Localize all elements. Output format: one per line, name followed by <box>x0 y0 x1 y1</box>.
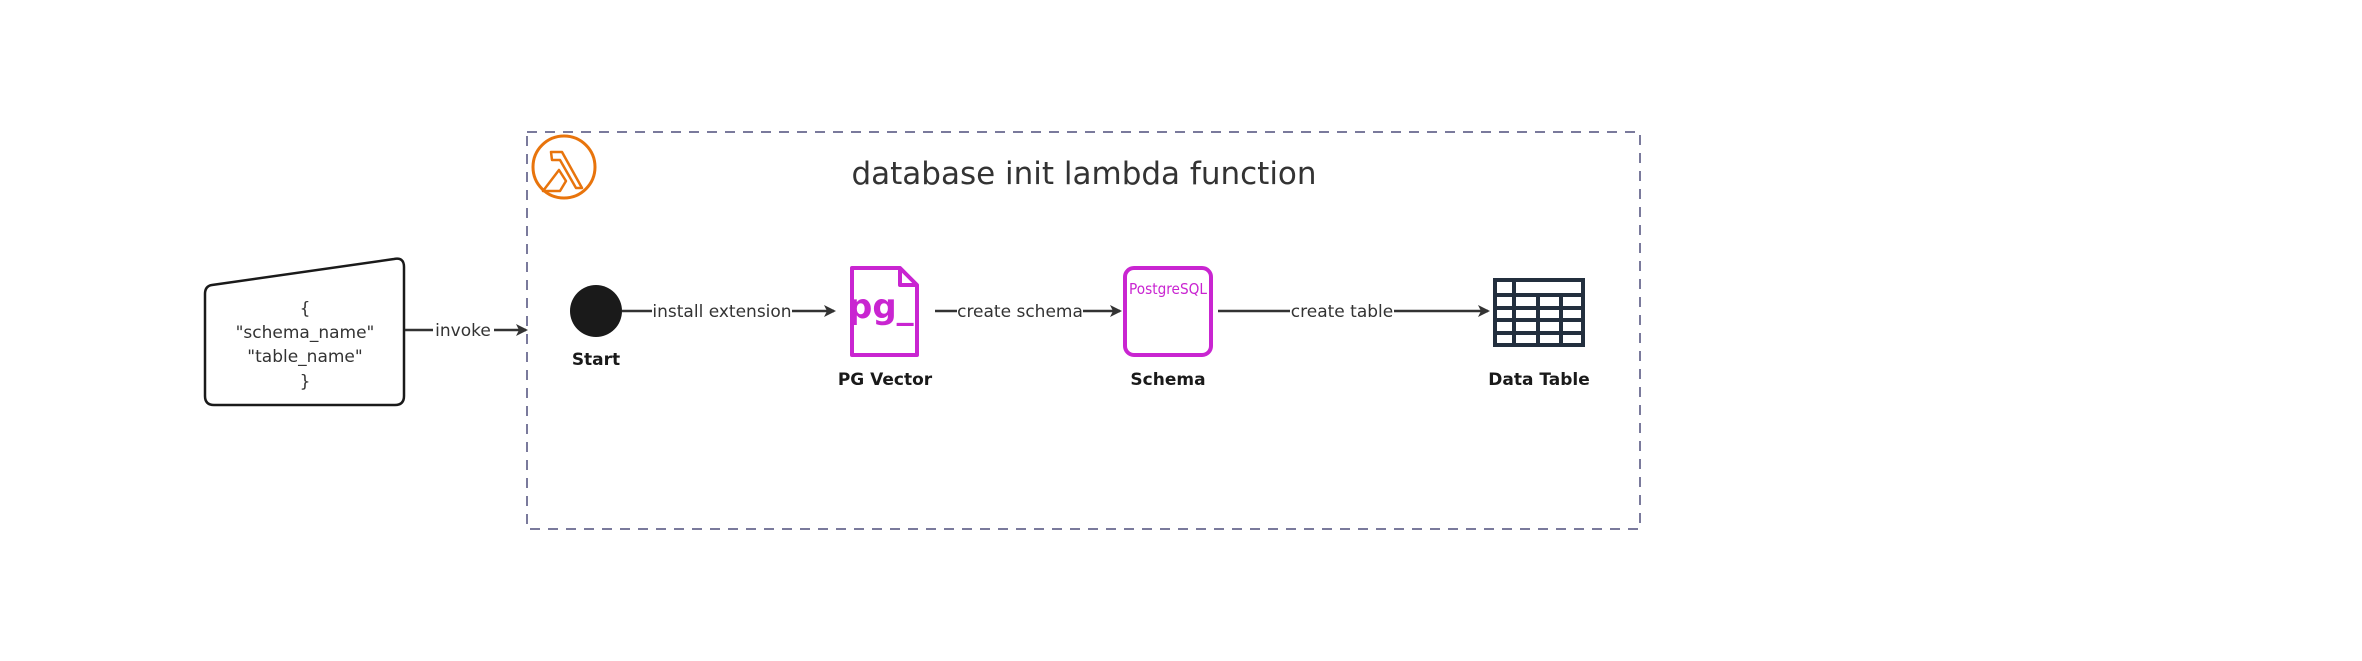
pg-vector-node: pg_ PG Vector <box>838 266 933 390</box>
edge-install-extension: install extension <box>622 302 836 322</box>
edge-invoke: invoke <box>405 321 528 341</box>
postgresql-icon-text: PostgreSQL <box>1129 280 1208 298</box>
group-title: database init lambda function <box>851 156 1316 192</box>
note-line-3: "table_name" <box>247 347 362 367</box>
edge-label-invoke: invoke <box>435 321 491 341</box>
edge-label-create-schema: create schema <box>957 302 1083 322</box>
pg-icon-text: pg_ <box>848 287 914 327</box>
input-payload-note: { "schema_name" "table_name" } <box>203 257 406 407</box>
edge-label-create-table: create table <box>1291 302 1393 322</box>
note-line-1: { <box>300 299 311 319</box>
note-line-2: "schema_name" <box>236 323 375 343</box>
data-table-label: Data Table <box>1488 370 1590 390</box>
pg-file-icon: pg_ <box>848 266 919 357</box>
pg-vector-label: PG Vector <box>838 370 933 390</box>
edge-create-schema: create schema <box>935 302 1122 322</box>
edge-label-install-extension: install extension <box>652 302 791 322</box>
start-circle-icon <box>570 285 622 337</box>
start-node: Start <box>570 285 622 370</box>
schema-node: PostgreSQL Schema <box>1123 266 1213 390</box>
schema-label: Schema <box>1130 370 1205 390</box>
note-line-4: } <box>300 372 311 392</box>
table-icon <box>1493 278 1585 347</box>
aws-lambda-icon <box>531 134 597 200</box>
start-label: Start <box>572 350 620 370</box>
data-table-node: Data Table <box>1488 278 1590 390</box>
edge-create-table: create table <box>1218 302 1490 322</box>
postgresql-icon: PostgreSQL <box>1123 266 1213 357</box>
